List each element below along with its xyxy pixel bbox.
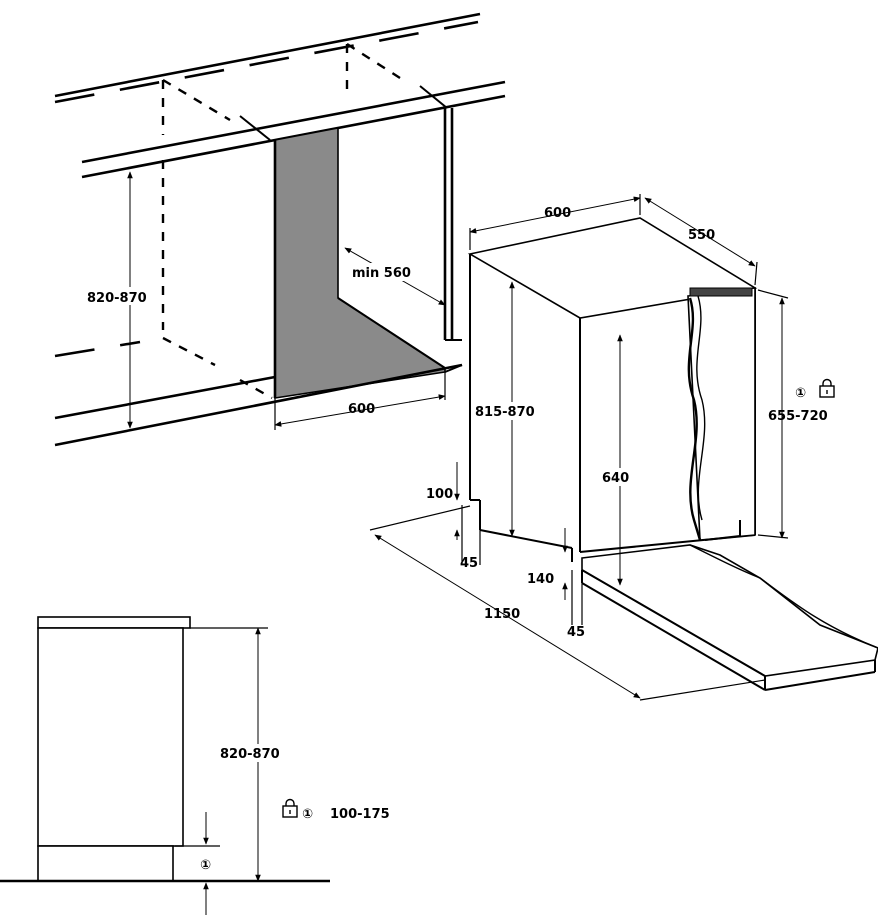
appliance-drawing	[369, 194, 878, 701]
door-panel-height-label: 655-720	[768, 409, 828, 424]
appliance-depth-label: 550	[688, 228, 715, 243]
niche-height-label: 820-870	[87, 291, 147, 306]
plinth-height-label: 100	[426, 487, 453, 502]
appliance-height-label: 815-870	[475, 405, 535, 420]
adjust-range-label: 100-175	[330, 807, 390, 822]
door-height-label: 640	[602, 471, 629, 486]
circle-one-icon: ①	[795, 386, 806, 401]
door-open-depth-label: 1150	[484, 607, 520, 622]
door-gap-height-label: 140	[527, 572, 554, 587]
side-view-drawing	[0, 616, 330, 915]
plinth-setback-label: 45	[460, 556, 478, 571]
lock-icon	[819, 378, 835, 398]
side-height-label: 820-870	[220, 747, 280, 762]
niche-width-label: 600	[348, 402, 375, 417]
appliance-width-label: 600	[544, 206, 571, 221]
niche-drawing	[54, 12, 506, 447]
circle-one-icon: ①	[200, 858, 211, 873]
circle-one-icon: ①	[302, 807, 313, 822]
door-gap-setback-label: 45	[567, 625, 585, 640]
lock-icon	[282, 798, 298, 818]
niche-depth-label: min 560	[352, 266, 411, 281]
